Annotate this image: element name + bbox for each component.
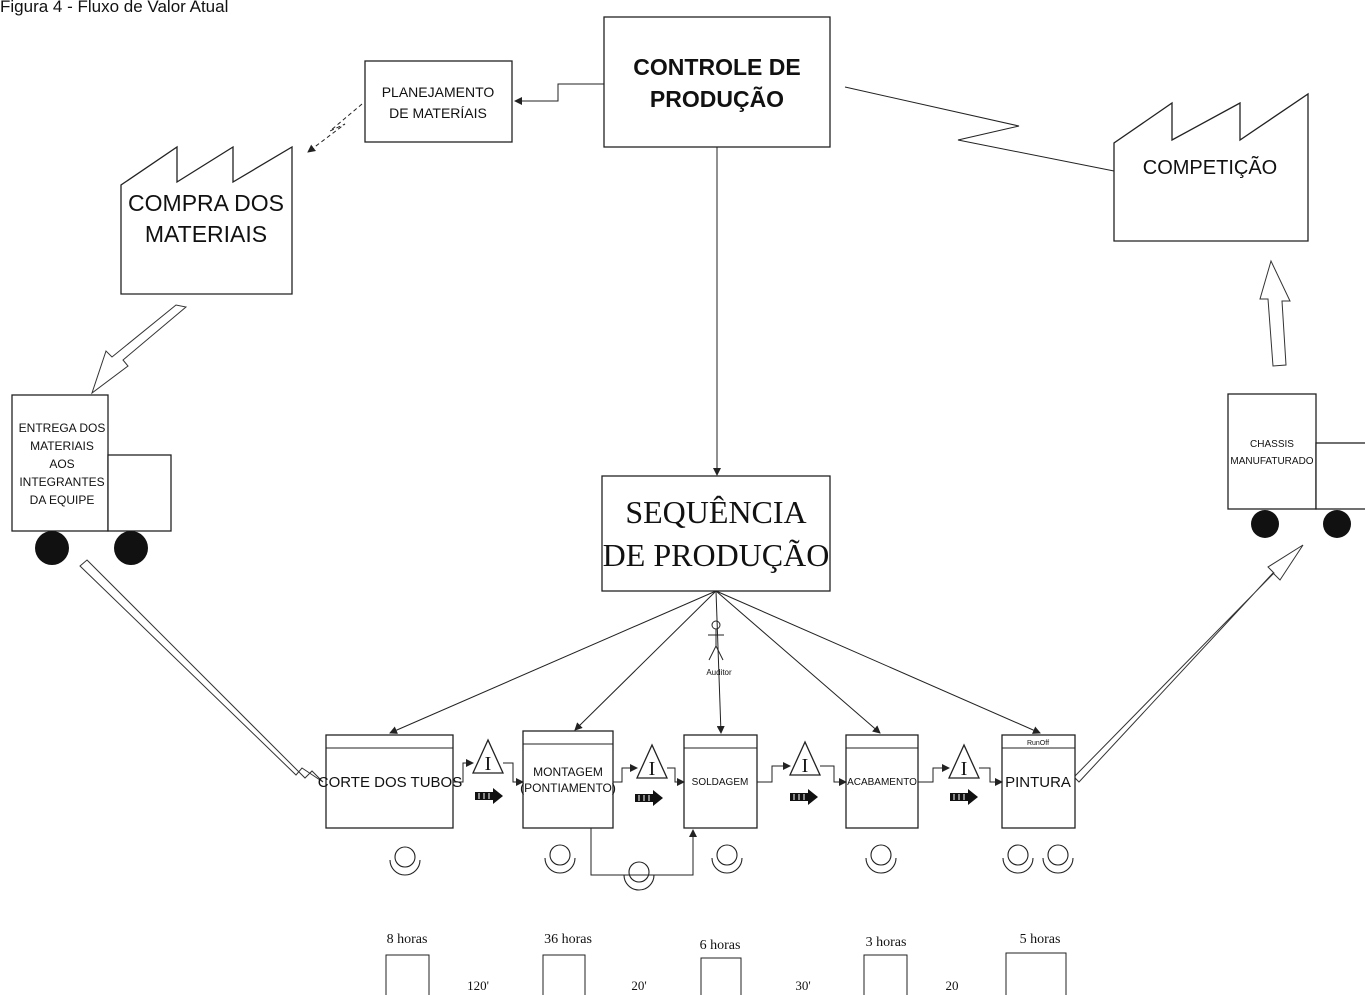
delivery-line2: MATERIAIS xyxy=(30,439,94,453)
wait-2: 20' xyxy=(631,978,646,993)
push-arrow-1 xyxy=(475,788,503,804)
delivery-line4: INTEGRANTES xyxy=(19,475,104,489)
push-arrow-2 xyxy=(635,790,663,806)
production-schedule-box: SEQUÊNCIA DE PRODUÇÃO xyxy=(601,475,831,592)
shipping-line2: MANUFATURADO xyxy=(1230,456,1313,467)
wait-4: 20 xyxy=(946,978,959,993)
time-finishing: 3 horas xyxy=(866,935,907,950)
production-control-line2: PRODUÇÃO xyxy=(650,85,784,112)
time-cutting: 8 horas xyxy=(387,932,428,947)
process-label-painting: PINTURA xyxy=(1005,774,1071,791)
material-planning-line1: PLANEJAMENTO xyxy=(382,84,495,100)
push-arrow-3 xyxy=(790,789,818,805)
truck-to-cutting-arrow xyxy=(79,559,324,783)
operator-symbols xyxy=(389,844,1074,891)
process-label-welding: SOLDAGEM xyxy=(692,777,749,788)
inventory-triangle-3: I xyxy=(788,740,822,777)
inventory-label-4: I xyxy=(961,758,968,780)
time-assembly: 36 horas xyxy=(544,932,592,947)
operator-symbol-assembly-loop xyxy=(623,861,655,891)
schedule-to-process-arrows xyxy=(389,590,1041,734)
timeline-step-1 xyxy=(385,954,430,995)
production-control-box: CONTROLE DE PRODUÇÃO xyxy=(603,16,831,148)
customer-label: COMPETIÇÃO xyxy=(1143,155,1277,179)
time-welding: 6 horas xyxy=(700,938,741,953)
figure-caption: Figura 4 - Fluxo de Valor Atual xyxy=(0,0,228,16)
wait-1: 120' xyxy=(467,978,489,993)
process-box-assembly: MONTAGEM (PONTIAMENTO) xyxy=(520,730,616,829)
control-to-customer-info-flow xyxy=(844,86,1115,172)
operator-symbol-finishing xyxy=(865,844,897,874)
timeline-step-4 xyxy=(863,954,908,995)
process-connectors xyxy=(453,759,1003,876)
painting-to-shipping-arrow xyxy=(1073,544,1304,783)
timeline-step-5 xyxy=(1005,952,1067,995)
process-box-welding: SOLDAGEM xyxy=(683,734,758,829)
planning-to-supplier-info-flow xyxy=(307,103,363,153)
operator-symbol-painting-2 xyxy=(1042,844,1074,874)
schedule-line1: SEQUÊNCIA xyxy=(625,494,806,530)
supplier-line1: COMPRA DOS xyxy=(128,190,284,216)
material-planning-line2: DE MATERÍAIS xyxy=(389,105,487,121)
process-box-finishing: ACABAMENTO xyxy=(845,734,919,829)
operator-symbol-painting-1 xyxy=(1002,844,1034,874)
shipping-truck-icon: CHASSIS MANUFATURADO xyxy=(1227,393,1365,538)
control-to-planning-arrow xyxy=(514,83,604,105)
process-box-painting: RunOff PINTURA xyxy=(1001,734,1076,829)
production-control-line1: CONTROLE DE xyxy=(633,54,800,80)
process-label-cutting: CORTE DOS TUBOS xyxy=(318,774,462,791)
delivery-line3: AOS xyxy=(49,457,74,471)
inventory-label-2: I xyxy=(649,758,656,780)
delivery-line1: ENTREGA DOS xyxy=(19,421,106,435)
timeline-step-2 xyxy=(542,954,586,995)
inventory-triangle-4: I xyxy=(947,743,981,780)
process-header-painting: RunOff xyxy=(1027,740,1049,747)
wait-3: 30' xyxy=(795,978,810,993)
process-label-finishing: ACABAMENTO xyxy=(847,777,917,788)
push-arrows xyxy=(475,788,978,806)
process-sublabel-assembly: (PONTIAMENTO) xyxy=(520,781,616,795)
shipment-arrows xyxy=(79,259,1304,783)
operator-symbol-cutting xyxy=(389,846,421,876)
process-box-cutting: CORTE DOS TUBOS xyxy=(318,734,462,829)
timeline-step-3 xyxy=(700,957,742,995)
process-label-assembly: MONTAGEM xyxy=(533,765,603,779)
supplier-line2: MATERIAIS xyxy=(145,221,267,247)
inventory-label-1: I xyxy=(485,753,492,775)
material-planning-box: PLANEJAMENTO DE MATERÍAIS xyxy=(364,60,513,143)
operator-icon xyxy=(708,620,724,661)
operator-label: Auditor xyxy=(706,668,732,677)
schedule-line2: DE PRODUÇÃO xyxy=(603,537,830,573)
inventory-triangle-2: I xyxy=(635,743,669,780)
supplier-factory-icon: COMPRA DOS MATERIAIS xyxy=(120,145,293,295)
operator-symbol-welding xyxy=(711,844,743,874)
supplier-to-truck-arrow xyxy=(91,304,188,395)
timeline: 8 horas 36 horas 6 horas 3 horas 5 horas… xyxy=(385,932,1067,995)
delivery-truck-icon: ENTREGA DOS MATERIAIS AOS INTEGRANTES DA… xyxy=(11,394,172,565)
delivery-line5: DA EQUIPE xyxy=(30,493,95,507)
operator-symbol-assembly xyxy=(544,844,576,874)
shipping-to-customer-arrow xyxy=(1259,259,1291,367)
push-arrow-4 xyxy=(950,789,978,805)
customer-factory-icon: COMPETIÇÃO xyxy=(1113,92,1309,242)
time-painting: 5 horas xyxy=(1020,932,1061,947)
inventory-triangle-1: I xyxy=(471,738,505,775)
inventory-label-3: I xyxy=(802,755,809,777)
shipping-line1: CHASSIS xyxy=(1250,439,1294,450)
